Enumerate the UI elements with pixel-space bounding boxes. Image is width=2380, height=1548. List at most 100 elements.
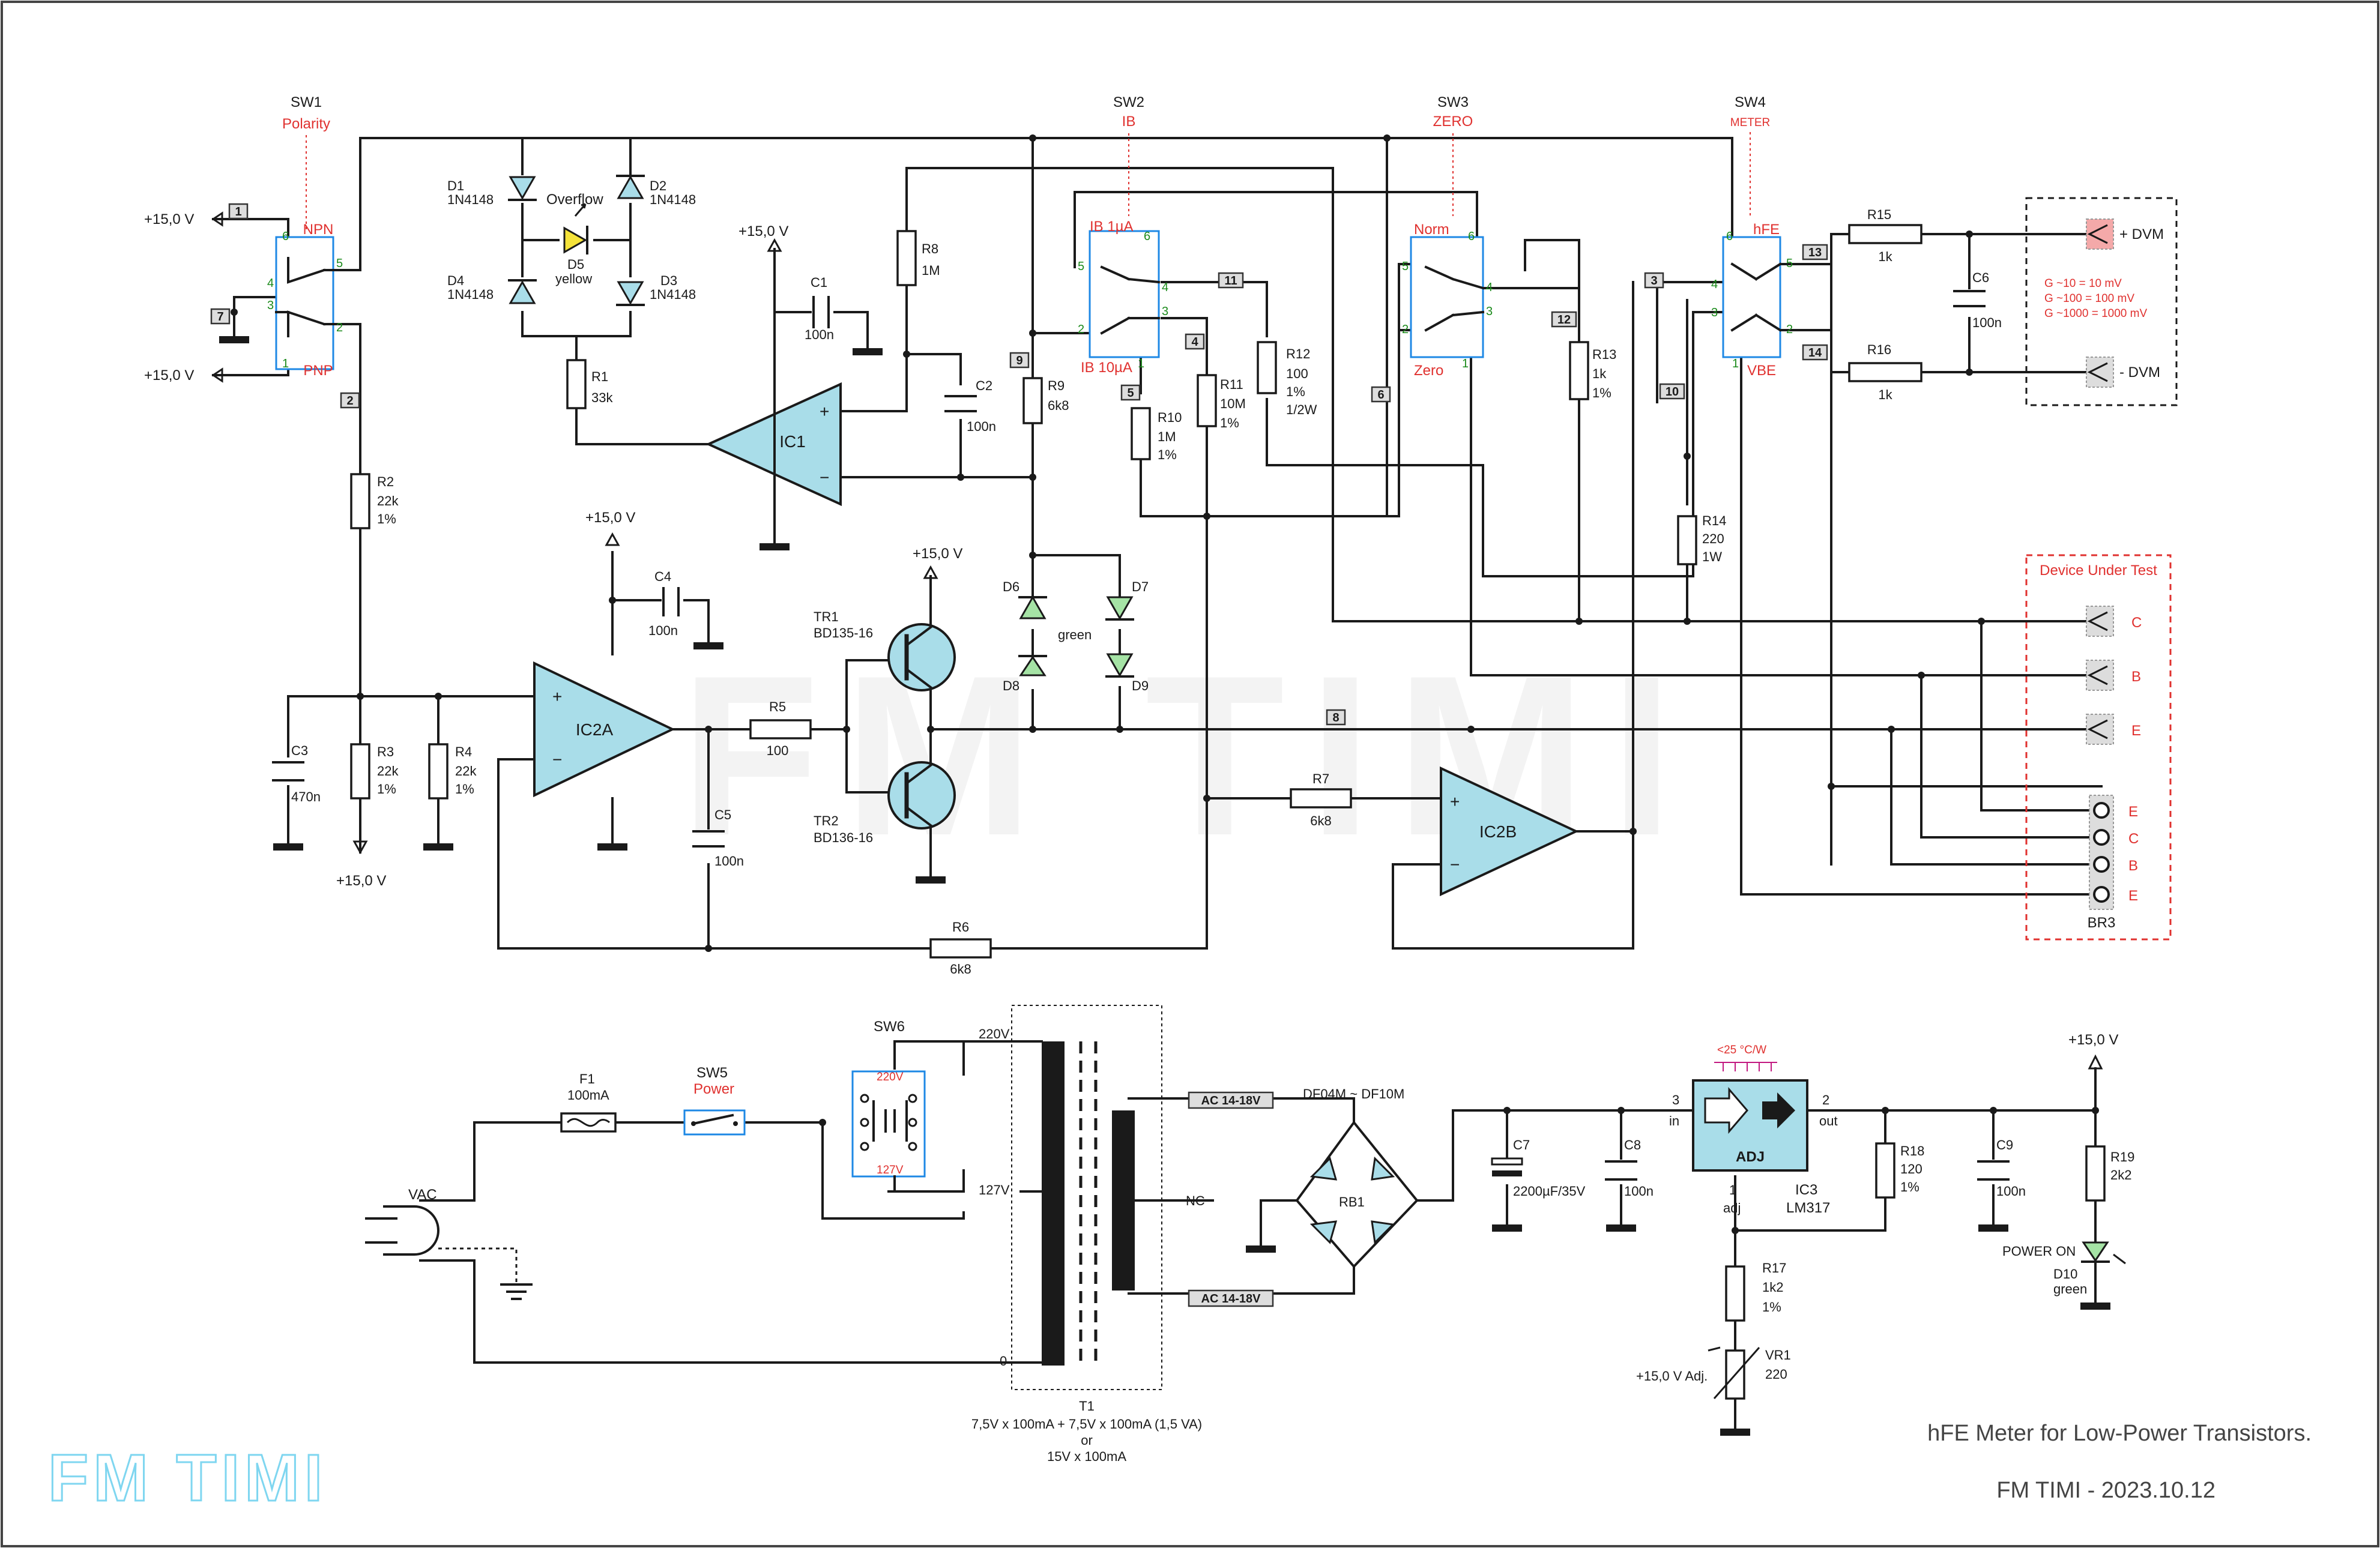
dvm-connector: + DVM - DVM G ~10 = 10 mV G ~100 = 100 m… bbox=[2025, 197, 2178, 406]
svg-text:6k8: 6k8 bbox=[950, 962, 971, 977]
ic1-opamp: IC1 + − bbox=[705, 382, 842, 550]
svg-text:C2: C2 bbox=[976, 378, 992, 393]
svg-text:ADJ: ADJ bbox=[1736, 1149, 1765, 1165]
svg-text:7,5V x 100mA + 7,5V x 100mA (1: 7,5V x 100mA + 7,5V x 100mA (1,5 VA) bbox=[971, 1417, 1202, 1432]
device-under-test: Device Under Test C B E E C B E BR3 bbox=[2025, 554, 2172, 941]
svg-text:C: C bbox=[2128, 831, 2139, 847]
svg-text:R12: R12 bbox=[1286, 346, 1310, 361]
svg-text:R2: R2 bbox=[377, 474, 394, 489]
svg-text:100: 100 bbox=[1286, 366, 1308, 381]
svg-text:6: 6 bbox=[1144, 230, 1150, 243]
svg-text:15V x 100mA: 15V x 100mA bbox=[1047, 1449, 1126, 1464]
svg-text:1: 1 bbox=[1729, 1182, 1736, 1197]
svg-text:220V: 220V bbox=[877, 1071, 904, 1083]
svg-text:7: 7 bbox=[217, 310, 223, 324]
svg-text:1%: 1% bbox=[455, 782, 474, 797]
bridge-rb1: DF04M ~ DF10M RB1 bbox=[1246, 1086, 1419, 1268]
sw1-pin2: 2 bbox=[336, 321, 343, 334]
svg-text:13: 13 bbox=[1808, 246, 1822, 259]
svg-text:G ~1000 = 1000 mV: G ~1000 = 1000 mV bbox=[2044, 307, 2147, 320]
svg-text:1%: 1% bbox=[1220, 415, 1239, 430]
sw1-npn: NPN bbox=[303, 221, 334, 238]
sw2-ib[interactable]: SW2 IB IB 1µA IB 10µA 65 43 21 bbox=[1078, 94, 1168, 376]
svg-text:100n: 100n bbox=[805, 327, 834, 342]
svg-text:METER: METER bbox=[1730, 116, 1771, 129]
sw1-pin1: 1 bbox=[282, 357, 289, 370]
svg-text:9: 9 bbox=[1016, 354, 1022, 367]
svg-text:22k: 22k bbox=[377, 493, 399, 508]
sw5-power[interactable]: SW5 Power bbox=[683, 1065, 746, 1136]
svg-text:G ~100 = 100 mV: G ~100 = 100 mV bbox=[2044, 292, 2134, 305]
svg-text:0: 0 bbox=[1000, 1354, 1007, 1369]
svg-text:BD135-16: BD135-16 bbox=[814, 625, 873, 640]
svg-text:+ DVM: + DVM bbox=[2119, 226, 2164, 242]
svg-text:1k2: 1k2 bbox=[1762, 1280, 1783, 1295]
svg-text:IC2A: IC2A bbox=[576, 720, 614, 739]
net-tag-1: 1 bbox=[228, 203, 249, 220]
svg-text:1N4148: 1N4148 bbox=[650, 192, 696, 207]
sw1-pnp: PNP bbox=[303, 363, 333, 379]
junction-dots bbox=[231, 134, 2099, 1234]
svg-text:R10: R10 bbox=[1158, 410, 1182, 425]
svg-text:100n: 100n bbox=[967, 419, 996, 434]
svg-text:2: 2 bbox=[1078, 323, 1084, 336]
svg-text:2: 2 bbox=[346, 394, 353, 408]
svg-text:R3: R3 bbox=[377, 744, 394, 759]
svg-text:6: 6 bbox=[1726, 230, 1733, 243]
net-tag-13: 13 bbox=[1802, 244, 1828, 261]
svg-text:E: E bbox=[2128, 804, 2138, 820]
sw1-polarity[interactable]: SW1 Polarity NPN PNP 6 5 4 3 2 1 bbox=[267, 94, 361, 379]
svg-text:G ~10 = 10 mV: G ~10 = 10 mV bbox=[2044, 277, 2122, 290]
svg-text:2: 2 bbox=[1822, 1092, 1829, 1107]
svg-text:TR2: TR2 bbox=[814, 813, 839, 828]
svg-text:D2: D2 bbox=[650, 178, 666, 193]
svg-text:D8: D8 bbox=[1003, 678, 1019, 693]
r6: R6 6k8 bbox=[929, 920, 992, 977]
svg-text:TR1: TR1 bbox=[814, 609, 839, 624]
svg-text:VBE: VBE bbox=[1747, 363, 1776, 379]
svg-text:2: 2 bbox=[1402, 323, 1409, 336]
svg-text:1W: 1W bbox=[1702, 549, 1722, 564]
svg-text:1N4148: 1N4148 bbox=[650, 287, 696, 302]
sw1-supplies: +15,0 V +15,0 V bbox=[144, 211, 249, 384]
svg-text:R15: R15 bbox=[1867, 207, 1891, 222]
svg-text:+15,0 V: +15,0 V bbox=[913, 546, 962, 562]
svg-text:BR3: BR3 bbox=[2088, 915, 2116, 931]
c2: C2 100n bbox=[944, 378, 996, 434]
svg-text:1: 1 bbox=[1462, 357, 1469, 370]
net-tag-6: 6 bbox=[1371, 386, 1391, 403]
c7: C7 2200µF/35V bbox=[1491, 1137, 1586, 1232]
sw6-voltage[interactable]: SW6 220V 127V bbox=[851, 1019, 926, 1193]
svg-text:D7: D7 bbox=[1132, 579, 1149, 594]
svg-text:100n: 100n bbox=[1972, 315, 2002, 330]
svg-text:R6: R6 bbox=[952, 920, 969, 935]
sw3-zero[interactable]: SW3 ZERO Norm Zero 65 43 21 bbox=[1402, 94, 1493, 379]
svg-text:NC: NC bbox=[1186, 1193, 1205, 1208]
svg-text:R8: R8 bbox=[922, 241, 938, 256]
svg-text:10: 10 bbox=[1666, 385, 1679, 399]
svg-text:127V: 127V bbox=[877, 1164, 904, 1176]
main-wiring bbox=[212, 137, 2103, 1430]
svg-text:VR1: VR1 bbox=[1765, 1348, 1791, 1363]
sw4-meter[interactable]: SW4 METER hFE VBE 65 43 21 bbox=[1711, 94, 1793, 379]
svg-text:220: 220 bbox=[1702, 531, 1724, 546]
svg-text:C7: C7 bbox=[1513, 1137, 1530, 1152]
svg-text:D1: D1 bbox=[447, 178, 464, 193]
net-tag-10: 10 bbox=[1659, 383, 1685, 400]
svg-text:1k: 1k bbox=[1878, 387, 1892, 402]
svg-text:AC 14-18V: AC 14-18V bbox=[1201, 1292, 1261, 1306]
svg-text:1%: 1% bbox=[1592, 385, 1611, 400]
svg-text:6k8: 6k8 bbox=[1048, 398, 1069, 413]
svg-text:1k: 1k bbox=[1878, 249, 1892, 264]
